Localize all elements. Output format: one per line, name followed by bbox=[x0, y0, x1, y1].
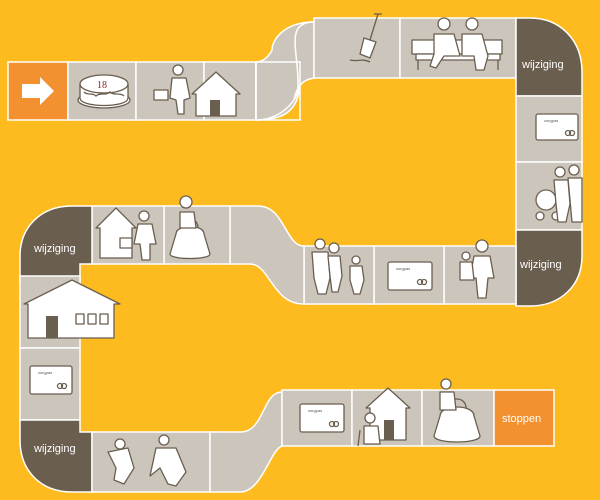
board-square[interactable] bbox=[91, 431, 211, 493]
board-square-change[interactable] bbox=[515, 229, 583, 307]
board-square-stop[interactable] bbox=[493, 389, 555, 447]
board-square-change[interactable] bbox=[515, 17, 583, 97]
couple-on-bench-icon bbox=[411, 17, 503, 71]
board-curve bbox=[209, 391, 283, 493]
house-icon bbox=[23, 279, 121, 339]
board-square[interactable] bbox=[255, 61, 301, 121]
shovel-icon bbox=[349, 13, 382, 63]
right-arrow-icon bbox=[22, 77, 54, 105]
insurance-card-icon: zorgpas bbox=[29, 365, 73, 395]
board-curve bbox=[229, 205, 305, 305]
purse-icon bbox=[169, 195, 211, 260]
insurance-card-icon: zorgpas bbox=[387, 261, 433, 291]
insurance-card-icon: zorgpas bbox=[535, 113, 579, 141]
elderly-couple-icon bbox=[107, 434, 187, 487]
board-curve bbox=[255, 21, 315, 121]
board-square[interactable] bbox=[135, 61, 205, 121]
stop-label: stoppen bbox=[502, 413, 541, 425]
change-label: wijziging bbox=[519, 259, 562, 271]
change-label: wijziging bbox=[33, 443, 76, 455]
cake-number: 18 bbox=[97, 80, 107, 91]
birthday-cake-icon: 18 bbox=[77, 74, 131, 109]
family-with-pram-icon bbox=[535, 164, 583, 223]
parent-with-child-icon bbox=[459, 239, 495, 299]
card-text: zorgpas bbox=[38, 370, 52, 375]
elderly-with-house-icon bbox=[357, 387, 411, 447]
board-square[interactable] bbox=[313, 17, 401, 79]
card-text: zorgpas bbox=[396, 266, 410, 271]
family-icon bbox=[311, 238, 365, 295]
card-text: zorgpas bbox=[544, 118, 558, 123]
change-label: wijziging bbox=[521, 59, 564, 71]
person-leaving-home-icon bbox=[95, 207, 157, 261]
person-leaving-home-icon bbox=[153, 64, 241, 117]
change-label: wijziging bbox=[33, 243, 76, 255]
insurance-card-icon: zorgpas bbox=[299, 403, 345, 433]
card-text: zorgpas bbox=[308, 408, 322, 413]
board-square-change[interactable] bbox=[19, 419, 93, 493]
purse-icon bbox=[433, 378, 481, 443]
